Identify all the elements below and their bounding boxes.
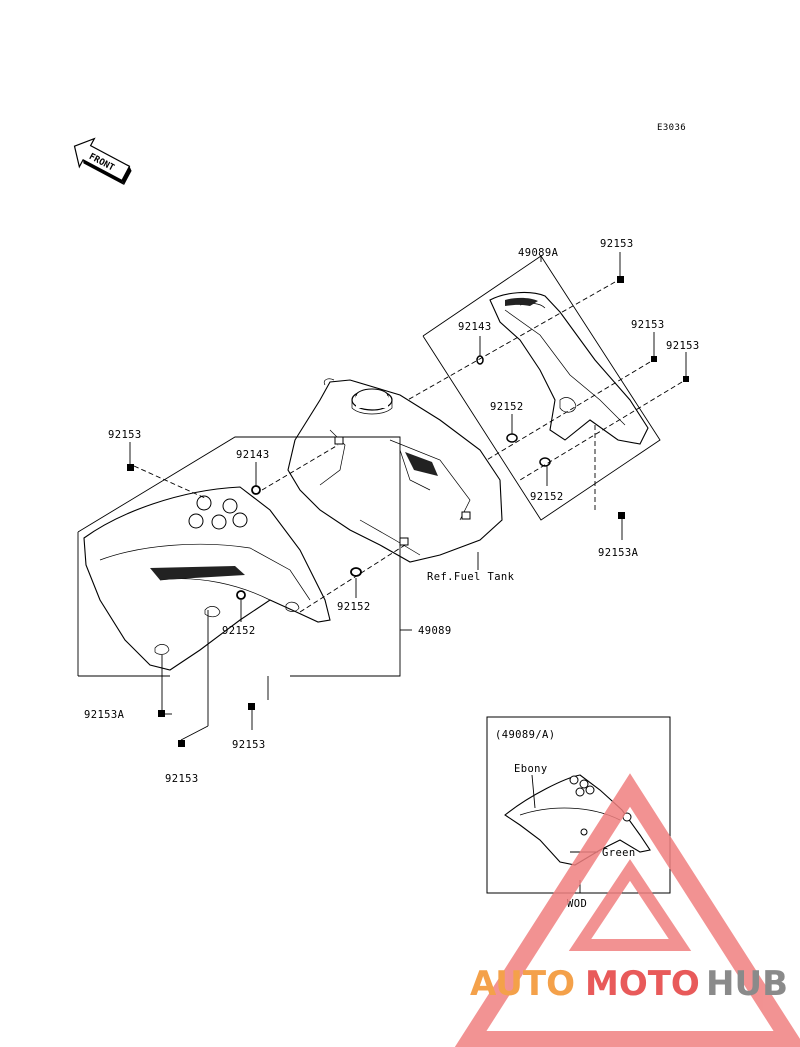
watermark-auto: AUTO — [470, 964, 575, 1004]
inset-label-wod: WOD — [567, 898, 587, 910]
label-92153-right-1: 92153 — [631, 319, 665, 331]
label-92152-right-1: 92152 — [490, 401, 524, 413]
label-92153-bottom-2: 92153 — [165, 773, 199, 785]
fuel-tank-reference — [287, 378, 503, 570]
label-ref-fuel-tank: Ref.Fuel Tank — [427, 571, 515, 583]
label-92143-right: 92143 — [458, 321, 492, 333]
label-92153a-left: 92153A — [84, 709, 125, 721]
label-49089: 49089 — [418, 625, 452, 637]
label-92152-center: 92152 — [337, 601, 371, 613]
shroud-49089-group — [77, 436, 412, 747]
inset-title: (49089/A) — [495, 729, 556, 741]
watermark-logo-icon — [454, 773, 800, 1047]
front-arrow-icon: FRONT — [73, 137, 132, 185]
label-92152-right-2: 92152 — [530, 491, 564, 503]
inset-label-green: Green — [602, 847, 636, 859]
label-92153-left: 92153 — [108, 429, 142, 441]
label-92152-left: 92152 — [222, 625, 256, 637]
label-92153-top: 92153 — [600, 238, 634, 250]
label-92153a-right: 92153A — [598, 547, 639, 559]
label-49089a: 49089A — [518, 247, 559, 259]
label-92143-left: 92143 — [236, 449, 270, 461]
diagram-code: E3036 — [657, 123, 686, 133]
inset-label-ebony: Ebony — [514, 763, 548, 775]
label-92153-right-2: 92153 — [666, 340, 700, 352]
label-92153-bottom-1: 92153 — [232, 739, 266, 751]
shroud-49089a-group — [389, 252, 689, 540]
watermark-moto: MOTO — [585, 964, 700, 1004]
watermark-hub: HUB — [706, 964, 788, 1004]
